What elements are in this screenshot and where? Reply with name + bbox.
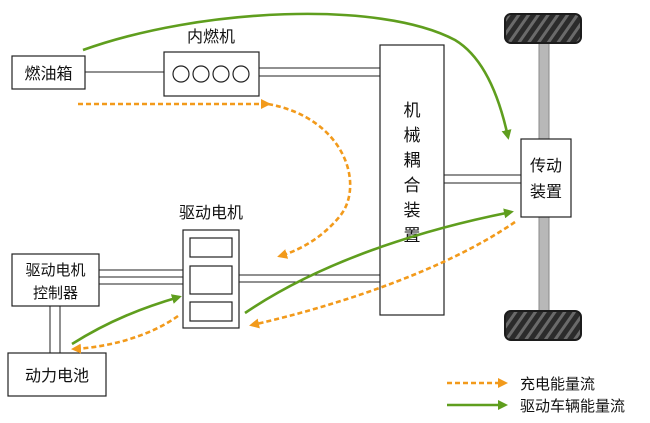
drive-flow-motor-to-transmission xyxy=(244,208,514,315)
fuel-tank: 燃油箱 xyxy=(11,55,86,90)
motor-controller: 驱动电机 控制器 xyxy=(11,253,100,307)
drive-flow-arrows xyxy=(71,12,514,346)
drive-flow-fuel-to-transmission xyxy=(82,12,512,140)
engine-cylinder-icon xyxy=(192,65,210,83)
mechanical-coupling: 机械耦合装置 xyxy=(379,44,445,316)
coupling-label: 机械耦合装置 xyxy=(404,101,421,246)
shafts xyxy=(49,67,571,353)
fuel-tank-label: 燃油箱 xyxy=(24,64,72,83)
controller-label-line1: 驱动电机 xyxy=(25,261,85,279)
motor-label: 驱动电机 xyxy=(179,203,243,222)
motor-cell xyxy=(189,265,233,295)
controller-label-line2: 控制器 xyxy=(33,284,78,302)
transmission: 传动 装置 xyxy=(520,138,572,218)
motor-cell xyxy=(189,301,233,322)
drive-flow-battery-to-motor xyxy=(71,294,182,346)
engine-cylinder-icon xyxy=(232,65,250,83)
charge-flow-wheels-to-motor xyxy=(249,220,516,329)
engine-cylinder-icon xyxy=(172,65,190,83)
front-tire xyxy=(504,13,582,44)
charge-flow-engine-to-motor xyxy=(267,102,352,259)
drive-motor: 驱动电机 xyxy=(179,203,243,329)
battery-label: 动力电池 xyxy=(25,366,89,385)
transmission-label-line1: 传动 xyxy=(530,156,562,175)
engine-label: 内燃机 xyxy=(187,27,235,46)
legend-charge-label: 充电能量流 xyxy=(520,375,595,393)
legend-drive-label: 驱动车辆能量流 xyxy=(520,397,625,415)
motor-cell xyxy=(189,237,233,258)
charge-flow-arrows xyxy=(71,99,516,354)
rear-tire xyxy=(504,310,582,341)
legend: 充电能量流 驱动车辆能量流 xyxy=(447,375,625,415)
transmission-label-line2: 装置 xyxy=(530,182,562,201)
charge-flow-motor-to-battery xyxy=(71,314,179,354)
engine: 内燃机 xyxy=(163,27,260,97)
engine-cylinder-icon xyxy=(212,65,230,83)
power-battery: 动力电池 xyxy=(7,352,107,397)
